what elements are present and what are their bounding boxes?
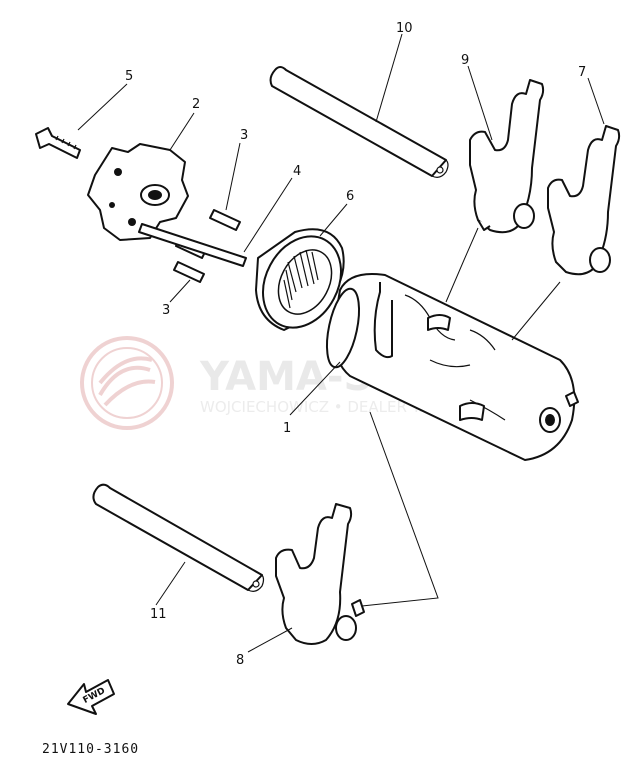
fwd-arrow-icon: FWD [67, 679, 115, 715]
part-1-shift-cam[interactable] [321, 273, 579, 461]
callout-1: 1 [283, 421, 291, 436]
diagram-code: 21V110-3160 [42, 742, 139, 757]
part-8-shift-fork[interactable] [275, 503, 365, 645]
part-7-shift-fork[interactable] [547, 125, 621, 276]
part-10-shift-fork-guide-bar[interactable] [269, 66, 449, 178]
part-2-segment[interactable] [87, 143, 189, 241]
part-6-bearing[interactable] [248, 223, 357, 342]
callout-9: 9 [461, 53, 469, 68]
part-11-shift-fork-guide-bar[interactable] [92, 483, 265, 592]
leader-lines [77, 33, 605, 653]
part-5-bolt[interactable] [35, 127, 81, 159]
callout-8: 8 [236, 653, 244, 668]
part-4-pin[interactable] [138, 223, 247, 267]
callout-labels: 1 2 3 3 4 5 6 7 8 9 10 11 [125, 21, 586, 668]
callout-6: 6 [346, 189, 354, 204]
part-9-shift-fork[interactable] [469, 79, 545, 234]
callout-4: 4 [293, 164, 301, 179]
callout-10: 10 [396, 21, 413, 36]
callout-3-lower: 3 [162, 303, 170, 318]
callout-7: 7 [578, 65, 586, 80]
callout-5: 5 [125, 69, 133, 84]
callout-3-upper: 3 [240, 128, 248, 143]
callout-2: 2 [192, 97, 200, 112]
watermark-logo-icon [80, 336, 174, 430]
callout-11: 11 [150, 607, 167, 622]
